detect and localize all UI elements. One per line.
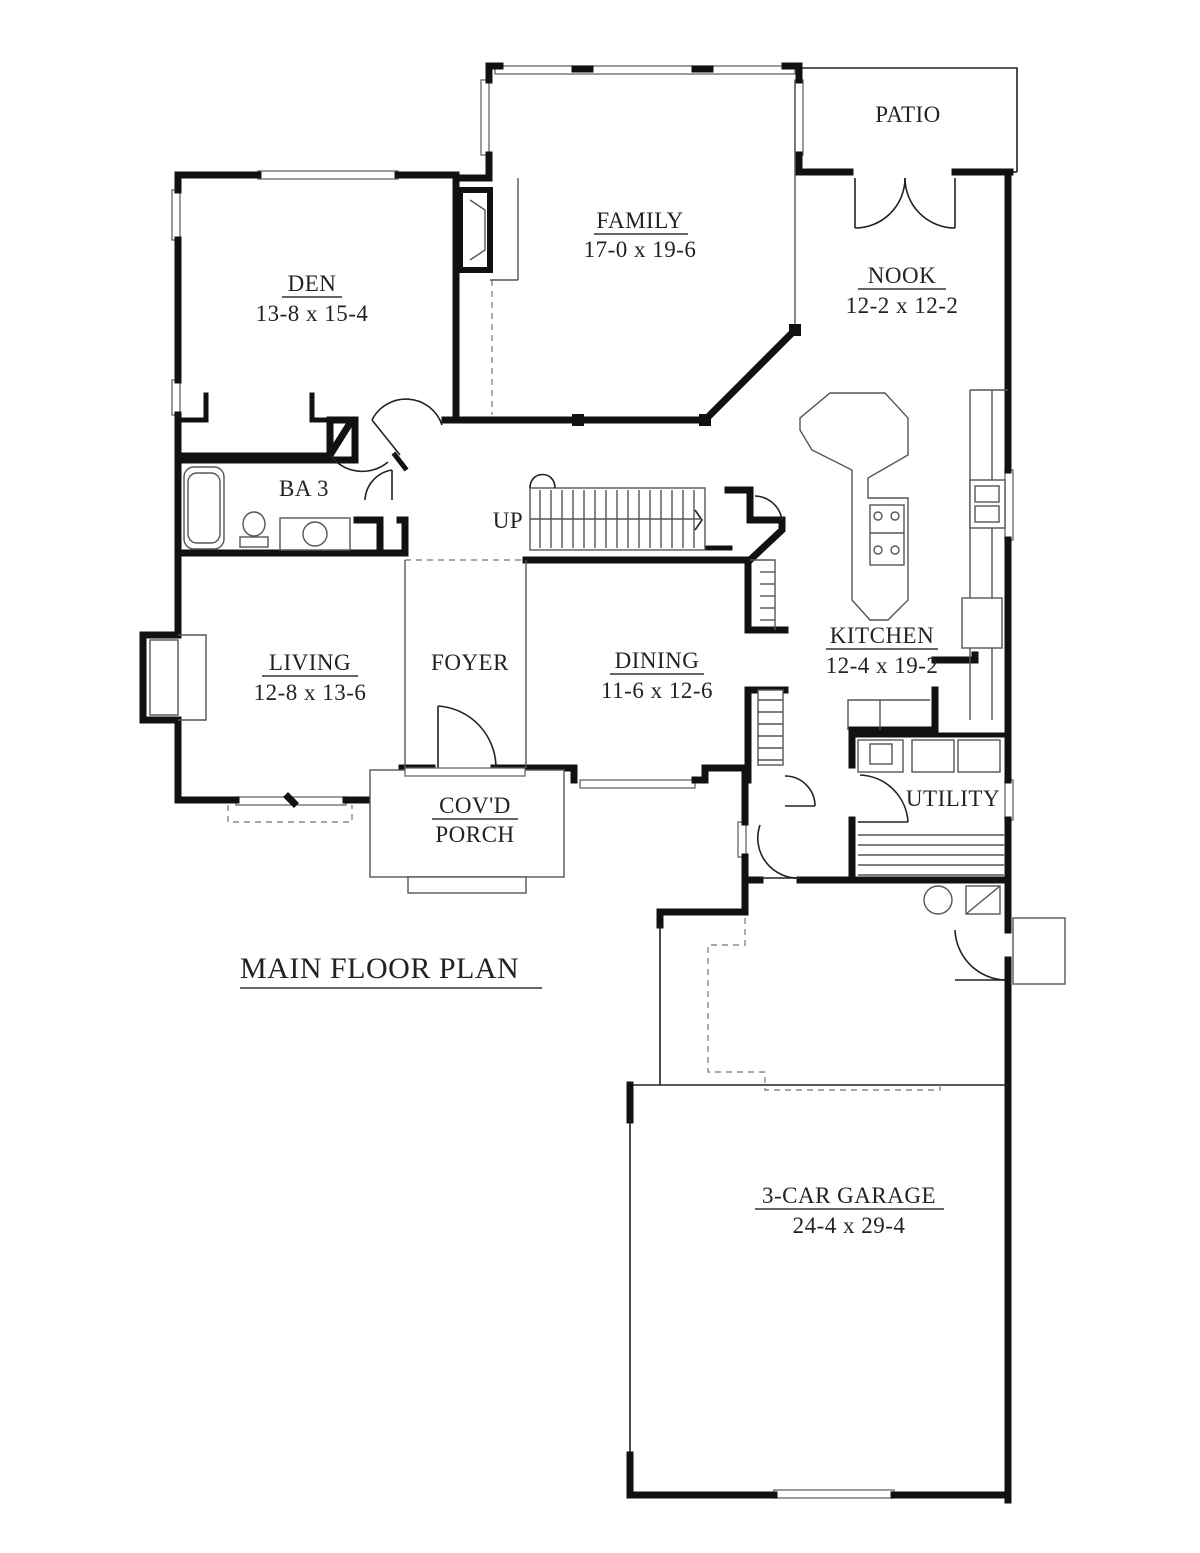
nook-size: 12-2 x 12-2: [846, 293, 959, 318]
family-top-window: [494, 65, 796, 75]
family-label: FAMILY: [596, 208, 683, 233]
family-right-window: [794, 79, 804, 156]
patio-label: PATIO: [875, 102, 941, 127]
den-left-window-1: [171, 189, 181, 241]
porch-label-line2: PORCH: [435, 822, 514, 847]
hall-left-window: [737, 821, 747, 858]
utility-right-window: [1004, 779, 1014, 821]
living-label: LIVING: [269, 650, 351, 675]
staircase: [529, 473, 784, 766]
kitchen-right-window: [1004, 469, 1014, 541]
foyer-label: FOYER: [431, 650, 509, 675]
kitchen-size: 12-4 x 19-2: [826, 653, 939, 678]
porch-label-line1: COV'D: [439, 793, 511, 818]
dining-size: 11-6 x 12-6: [601, 678, 713, 703]
toilet: [242, 511, 266, 537]
garage-side-landing: [1012, 917, 1066, 985]
doors: [329, 177, 1066, 985]
water-heater: [923, 885, 953, 915]
refrigerator: [961, 597, 1003, 649]
washer: [911, 739, 955, 773]
garage-label: 3-CAR GARAGE: [762, 1183, 936, 1208]
garage-bottom-window: [773, 1489, 895, 1499]
bath-label: BA 3: [279, 476, 329, 501]
dryer: [957, 739, 1001, 773]
nook-label: NOOK: [868, 263, 936, 288]
den-size: 13-8 x 15-4: [256, 301, 369, 326]
bath-sink: [302, 521, 328, 547]
plan-title: MAIN FLOOR PLAN: [240, 952, 519, 985]
den-top-window: [257, 170, 399, 180]
den-label: DEN: [288, 271, 337, 296]
thin-lines: [227, 80, 1008, 1091]
garage-size: 24-4 x 29-4: [793, 1213, 906, 1238]
family-size: 17-0 x 19-6: [584, 237, 697, 262]
stair-up-label: UP: [493, 508, 523, 533]
dining-bottom-window: [579, 779, 696, 789]
room-labels: PATIO FAMILY 17-0 x 19-6 NOOK 12-2 x 12-…: [240, 102, 1000, 1238]
utility-label: UTILITY: [906, 786, 1000, 811]
dining-label: DINING: [615, 648, 700, 673]
fixtures: [149, 392, 1006, 915]
walls: [139, 62, 1014, 1504]
den-left-window-2: [171, 379, 181, 416]
kitchen-label: KITCHEN: [830, 623, 934, 648]
living-size: 12-8 x 13-6: [254, 680, 367, 705]
family-left-window: [480, 79, 490, 156]
